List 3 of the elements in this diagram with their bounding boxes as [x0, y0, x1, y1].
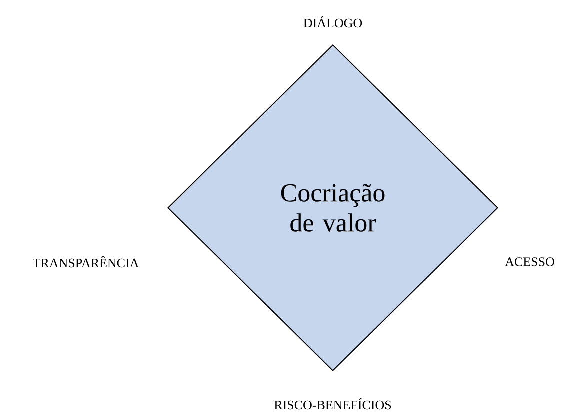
vertex-label: TRANSPARÊNCIA	[33, 256, 140, 268]
vertex-label: DIÁLOGO	[304, 16, 362, 28]
vertex-label: RISCO-BENEFÍCIOS	[274, 398, 392, 410]
